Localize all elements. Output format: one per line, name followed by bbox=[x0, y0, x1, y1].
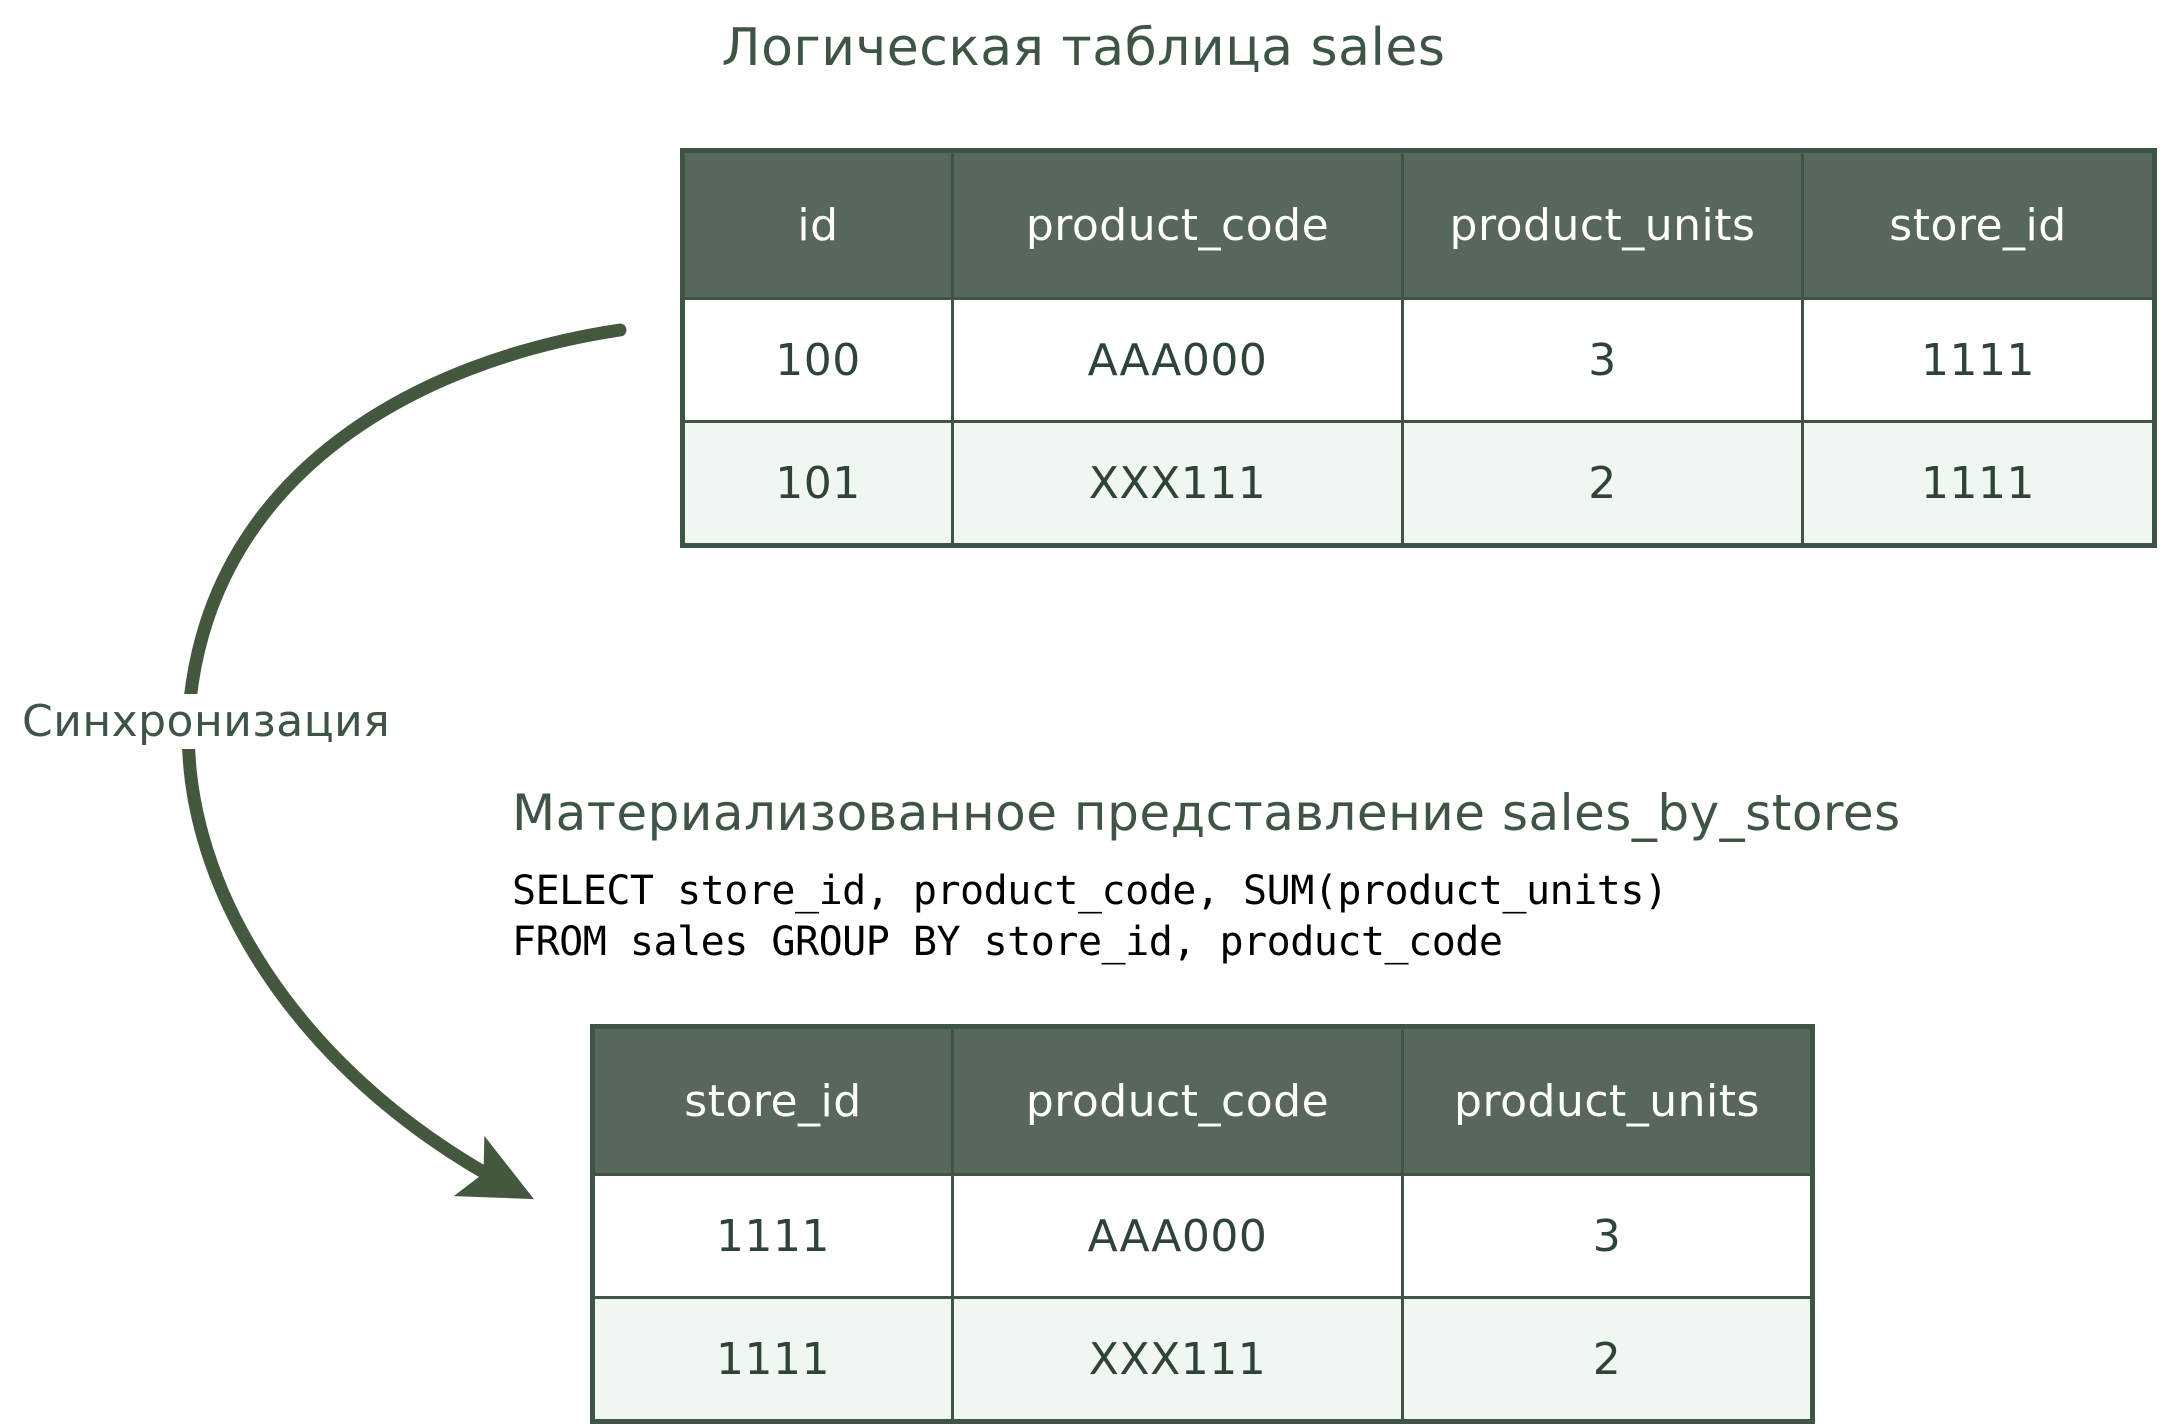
cell-product-units: 3 bbox=[1401, 297, 1804, 423]
cell-product-code: AAA000 bbox=[951, 1173, 1404, 1299]
sync-arrow-path bbox=[181, 323, 627, 1200]
cell-store-id: 1111 bbox=[1801, 420, 2156, 547]
table-row: 100 AAA000 3 1111 bbox=[681, 297, 2156, 423]
logical-table-title: Логическая таблица sales bbox=[721, 18, 1446, 78]
column-header-product-units: product_units bbox=[1401, 1025, 1814, 1176]
cell-id: 100 bbox=[681, 297, 954, 423]
column-header-store-id: store_id bbox=[1801, 149, 2156, 300]
cell-product-units: 3 bbox=[1401, 1173, 1814, 1299]
cell-product-units: 2 bbox=[1401, 420, 1804, 547]
cell-store-id: 1111 bbox=[1801, 297, 2156, 423]
cell-product-code: XXX111 bbox=[951, 420, 1404, 547]
column-header-product-code: product_code bbox=[951, 1025, 1404, 1176]
table-header-row: id product_code product_units store_id bbox=[681, 149, 2156, 300]
cell-store-id: 1111 bbox=[591, 1173, 954, 1299]
cell-product-code: XXX111 bbox=[951, 1296, 1404, 1423]
table-header-row: store_id product_code product_units bbox=[591, 1025, 1814, 1176]
cell-id: 101 bbox=[681, 420, 954, 547]
cell-product-code: AAA000 bbox=[951, 297, 1404, 423]
logical-table-sales: id product_code product_units store_id 1… bbox=[680, 148, 2157, 548]
sync-label: Синхронизация bbox=[16, 694, 397, 749]
sql-query-text: SELECT store_id, product_code, SUM(produ… bbox=[512, 868, 1668, 966]
table-row: 1111 AAA000 3 bbox=[591, 1173, 1814, 1299]
column-header-product-units: product_units bbox=[1401, 149, 1804, 300]
table-row: 101 XXX111 2 1111 bbox=[681, 420, 2156, 547]
column-header-product-code: product_code bbox=[951, 149, 1404, 300]
materialized-view-title: Материализованное представление sales_by… bbox=[512, 784, 1901, 842]
materialized-view-table-sales-by-stores: store_id product_code product_units 1111… bbox=[590, 1024, 1815, 1424]
cell-product-units: 2 bbox=[1401, 1296, 1814, 1423]
column-header-id: id bbox=[681, 149, 954, 300]
cell-store-id: 1111 bbox=[591, 1296, 954, 1423]
table-row: 1111 XXX111 2 bbox=[591, 1296, 1814, 1423]
column-header-store-id: store_id bbox=[591, 1025, 954, 1176]
